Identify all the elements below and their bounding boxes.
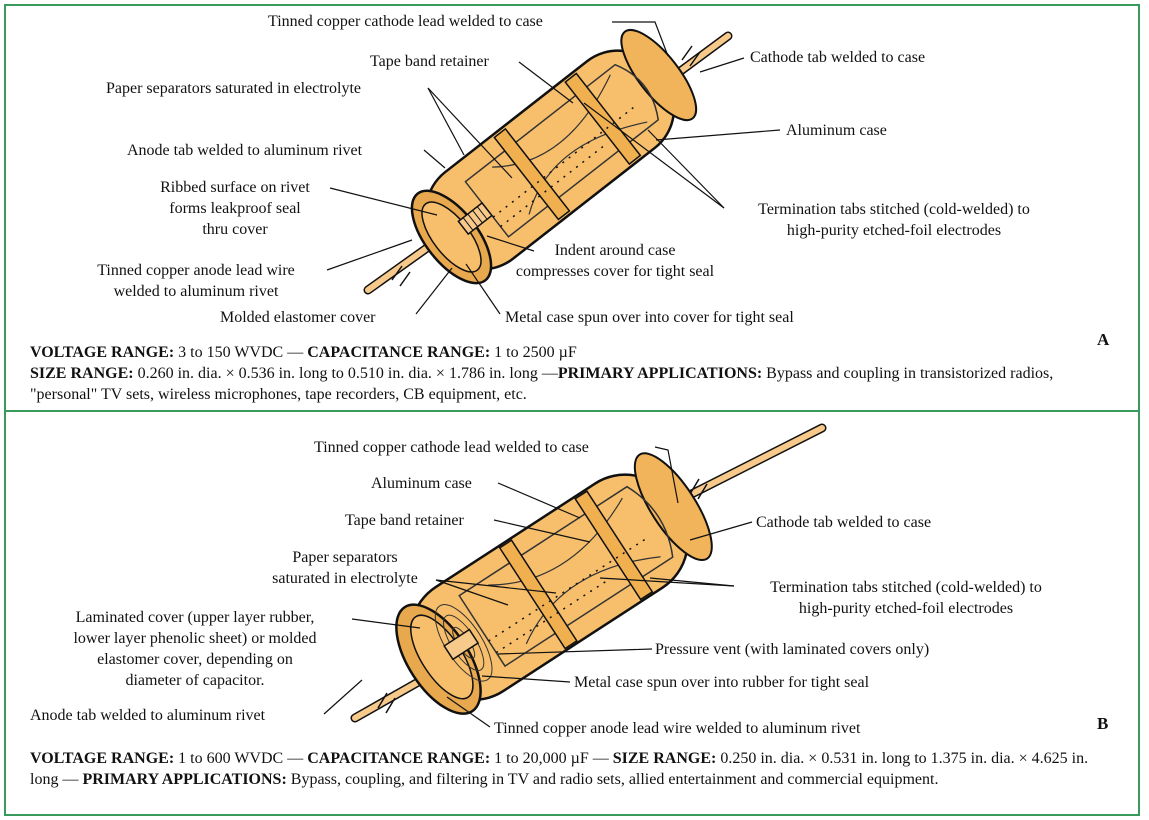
label-b-paper-line-1: Paper separators xyxy=(292,549,398,566)
label-a-cathode-lead: Tinned copper cathode lead welded to cas… xyxy=(268,13,543,30)
spec-a-voltage-label: VOLTAGE RANGE: xyxy=(30,344,175,361)
label-a-ribbed-line-1: Ribbed surface on rivet xyxy=(160,179,310,196)
panel-a-letter: A xyxy=(1097,330,1110,349)
label-a-spun-case: Metal case spun over into cover for tigh… xyxy=(505,309,794,326)
spec-a-size-label: SIZE RANGE: xyxy=(30,365,134,382)
label-a-tape-band: Tape band retainer xyxy=(370,53,489,70)
label-b-laminated-line-1: Laminated cover (upper layer rubber, xyxy=(75,609,315,626)
label-a-anode-lead-line-2: welded to aluminum rivet xyxy=(113,283,279,300)
label-a-ribbed-line-2: forms leakproof seal xyxy=(169,200,301,217)
spec-a-capacitance-value: 1 to 2500 µF xyxy=(490,344,577,361)
leader-lines-b xyxy=(323,446,753,728)
spec-b-voltage-label: VOLTAGE RANGE: xyxy=(30,750,175,767)
leader-lines-a xyxy=(326,21,781,315)
spec-a-applications-label: PRIMARY APPLICATIONS: xyxy=(557,365,763,382)
panel-b-letter: B xyxy=(1097,714,1109,733)
panel-b xyxy=(4,410,1140,816)
spec-b-capacitance-value: 1 to 20,000 µF — xyxy=(490,750,613,767)
label-b-tape-band: Tape band retainer xyxy=(345,512,464,529)
panel-b-spec: VOLTAGE RANGE: 1 to 600 WVDC — CAPACITAN… xyxy=(30,748,1120,790)
label-b-anode-lead: Tinned copper anode lead wire welded to … xyxy=(494,720,861,737)
label-b-laminated-line-2: lower layer phenolic sheet) or molded xyxy=(73,630,317,647)
label-a-indent-line-1: Indent around case xyxy=(554,242,676,259)
label-a-ribbed-surface: Ribbed surface on rivet forms leakproof … xyxy=(130,177,340,240)
capacitor-b xyxy=(350,423,827,723)
spec-a-size-value: 0.260 in. dia. × 0.536 in. long to 0.510… xyxy=(133,365,558,382)
label-b-pressure-vent: Pressure vent (with laminated covers onl… xyxy=(655,641,930,658)
label-b-termination-line-1: Termination tabs stitched (cold-welded) … xyxy=(770,579,1042,596)
spec-a-capacitance-label: CAPACITANCE RANGE: xyxy=(307,344,491,361)
label-a-aluminum-case: Aluminum case xyxy=(786,122,887,139)
spec-b-size-label: SIZE RANGE: xyxy=(612,750,717,767)
label-b-laminated-line-4: diameter of capacitor. xyxy=(125,672,265,689)
spec-a-applications-value: Bypass and coupling in transistorized ra… xyxy=(30,365,1054,403)
label-a-anode-lead: Tinned copper anode lead wire welded to … xyxy=(68,260,324,302)
label-a-cathode-tab: Cathode tab welded to case xyxy=(750,49,926,66)
label-b-laminated-cover: Laminated cover (upper layer rubber, low… xyxy=(36,607,354,691)
label-b-termination-tabs: Termination tabs stitched (cold-welded) … xyxy=(736,577,1076,619)
label-b-paper-line-2: saturated in electrolyte xyxy=(272,570,418,587)
spec-b-applications-value: Bypass, coupling, and filtering in TV an… xyxy=(286,771,939,788)
label-b-laminated-line-3: elastomer cover, depending on xyxy=(97,651,293,668)
spec-a-voltage-value: 3 to 150 WVDC — xyxy=(174,344,308,361)
label-a-termination-line-1: Termination tabs stitched (cold-welded) … xyxy=(758,201,1030,218)
label-b-spun-rubber: Metal case spun over into rubber for tig… xyxy=(574,674,870,691)
spec-b-applications-label: PRIMARY APPLICATIONS: xyxy=(82,771,287,788)
label-a-molded-cover: Molded elastomer cover xyxy=(220,309,376,326)
spec-b-size-value: 0.250 in. dia. × 0.531 in. long to 1.375… xyxy=(30,750,1089,788)
label-b-paper-separators: Paper separators saturated in electrolyt… xyxy=(250,547,440,589)
label-a-termination-line-2: high-purity etched-foil electrodes xyxy=(786,222,1002,239)
label-a-indent: Indent around case compresses cover for … xyxy=(490,240,740,282)
label-a-indent-line-2: compresses cover for tight seal xyxy=(515,263,715,280)
spec-b-voltage-value: 1 to 600 WVDC — xyxy=(174,750,308,767)
label-b-aluminum-case: Aluminum case xyxy=(371,475,472,492)
label-b-anode-tab: Anode tab welded to aluminum rivet xyxy=(30,707,266,724)
capacitor-a xyxy=(363,28,733,295)
label-a-paper-separators: Paper separators saturated in electrolyt… xyxy=(106,80,361,97)
label-a-anode-lead-line-1: Tinned copper anode lead wire xyxy=(97,262,295,279)
label-a-termination-tabs: Termination tabs stitched (cold-welded) … xyxy=(726,199,1062,241)
label-b-cathode-tab: Cathode tab welded to case xyxy=(756,514,932,531)
label-a-anode-tab: Anode tab welded to aluminum rivet xyxy=(127,142,363,159)
label-a-ribbed-line-3: thru cover xyxy=(202,221,268,238)
spec-b-capacitance-label: CAPACITANCE RANGE: xyxy=(307,750,491,767)
panel-a-spec: VOLTAGE RANGE: 3 to 150 WVDC — CAPACITAN… xyxy=(30,342,1120,405)
label-b-termination-line-2: high-purity etched-foil electrodes xyxy=(798,600,1014,617)
label-b-cathode-lead: Tinned copper cathode lead welded to cas… xyxy=(314,439,589,456)
